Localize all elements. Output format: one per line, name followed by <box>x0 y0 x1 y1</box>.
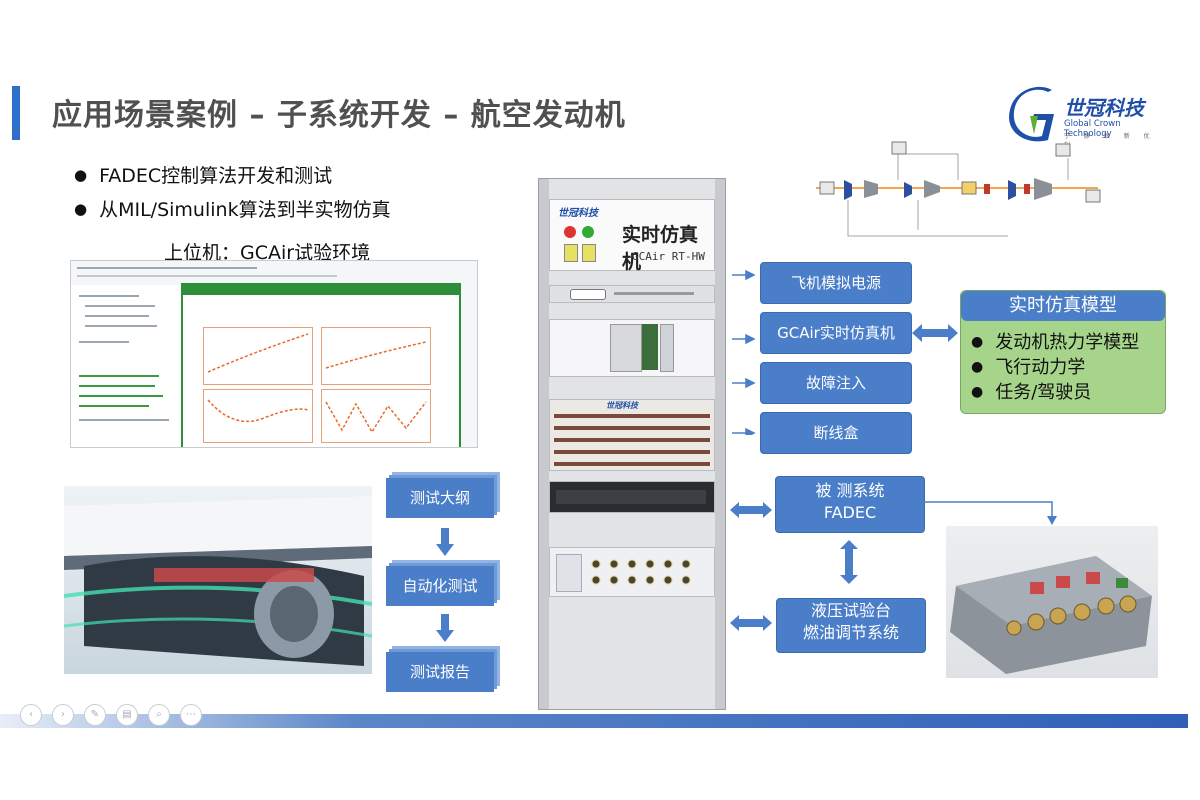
model-item: 任务/驾驶员 <box>971 381 1139 406</box>
bullet-item: FADEC控制算法开发和测试 <box>74 160 391 194</box>
arrow-down-icon <box>436 614 454 642</box>
double-arrow-icon <box>912 324 958 342</box>
bullet-list: FADEC控制算法开发和测试 从MIL/Simulink算法到半实物仿真 <box>74 160 391 228</box>
host-label: 上位机：GCAir试验环境 <box>164 242 371 264</box>
module-fault-injection: 故障注入 <box>760 362 912 404</box>
breakout-panel: 世冠科技 <box>549 399 715 471</box>
run-led-icon <box>582 226 594 238</box>
step-automated-test: 自动化测试 <box>386 566 494 606</box>
module-aircraft-power: 飞机模拟电源 <box>760 262 912 304</box>
power-led-icon <box>564 226 576 238</box>
realtime-simulator-rack: 世冠科技 实时仿真机 GCAir RT-HW 世冠科技 <box>538 178 726 710</box>
step-test-outline: 测试大纲 <box>386 478 494 518</box>
step-test-report: 测试报告 <box>386 652 494 692</box>
rack-to-module-arrows <box>732 269 756 435</box>
double-arrow-icon <box>730 615 772 631</box>
zoom-icon[interactable]: ⌕ <box>148 704 170 726</box>
module-gcair-simulator: GCAir实时仿真机 <box>760 312 912 354</box>
hydraulic-line1: 液压试验台 <box>810 601 891 620</box>
bullet-item: 从MIL/Simulink算法到半实物仿真 <box>74 194 390 228</box>
slides-icon[interactable]: ▤ <box>116 704 138 726</box>
logo-name-cn: 世冠科技 <box>1064 96 1144 120</box>
dut-line1: 被 测系统 <box>815 481 885 500</box>
project-tree <box>71 285 184 447</box>
model-item: 发动机热力学模型 <box>971 331 1139 356</box>
vertical-double-arrow-icon <box>840 540 858 584</box>
more-icon[interactable]: ⋯ <box>180 704 202 726</box>
next-slide-icon[interactable]: › <box>52 704 74 726</box>
dut-fadec-box: 被 测系统 FADEC <box>775 476 925 533</box>
model-item: 飞行动力学 <box>971 356 1139 381</box>
switch-icon <box>564 244 578 262</box>
double-arrow-icon <box>730 502 772 518</box>
model-panel-list: 发动机热力学模型 飞行动力学 任务/驾驶员 <box>971 331 1139 406</box>
module-breakout-box: 断线盒 <box>760 412 912 454</box>
rack-brand: 世冠科技 <box>558 208 598 219</box>
power-supply-unit <box>549 285 715 303</box>
fadec-to-ecu-connector <box>922 501 1057 525</box>
rack-model: GCAir RT-HW <box>632 250 705 263</box>
switch-icon <box>582 244 596 262</box>
realtime-model-panel: 实时仿真模型 发动机热力学模型 飞行动力学 任务/驾驶员 <box>960 290 1166 414</box>
io-unit <box>549 547 715 597</box>
logo-name-en: Global Crown Technology <box>1064 119 1121 139</box>
panel-brand: 世冠科技 <box>606 401 638 410</box>
prev-slide-icon[interactable]: ‹ <box>20 704 42 726</box>
gcair-screenshot <box>70 260 478 448</box>
hydraulic-test-bench-box: 液压试验台 燃油调节系统 <box>776 598 926 653</box>
dut-line2: FADEC <box>823 503 877 522</box>
title-accent-bar <box>12 86 20 140</box>
footer-bar <box>0 714 1188 728</box>
fadec-ecu-photo <box>946 526 1158 678</box>
arrow-down-icon <box>436 528 454 556</box>
hydraulic-line2: 燃油调节系统 <box>802 623 899 642</box>
plot-window <box>181 283 461 447</box>
company-logo: 世冠科技 Global Crown Technology 宁 静 致 新 优 利 <box>1008 86 1168 149</box>
engine-model-diagram <box>808 140 1108 248</box>
rack-title: 实时仿真机 <box>622 224 699 273</box>
logo-g-icon <box>1008 86 1054 142</box>
simulator-chassis <box>549 319 715 377</box>
rack-title-panel: 世冠科技 实时仿真机 GCAir RT-HW <box>549 199 715 273</box>
engine-illustration <box>64 486 372 674</box>
page-title: 应用场景案例 – 子系统开发 – 航空发动机 <box>52 98 626 133</box>
pen-icon[interactable]: ✎ <box>84 704 106 726</box>
model-panel-title: 实时仿真模型 <box>961 291 1165 321</box>
fadec-amplifier <box>549 481 715 513</box>
